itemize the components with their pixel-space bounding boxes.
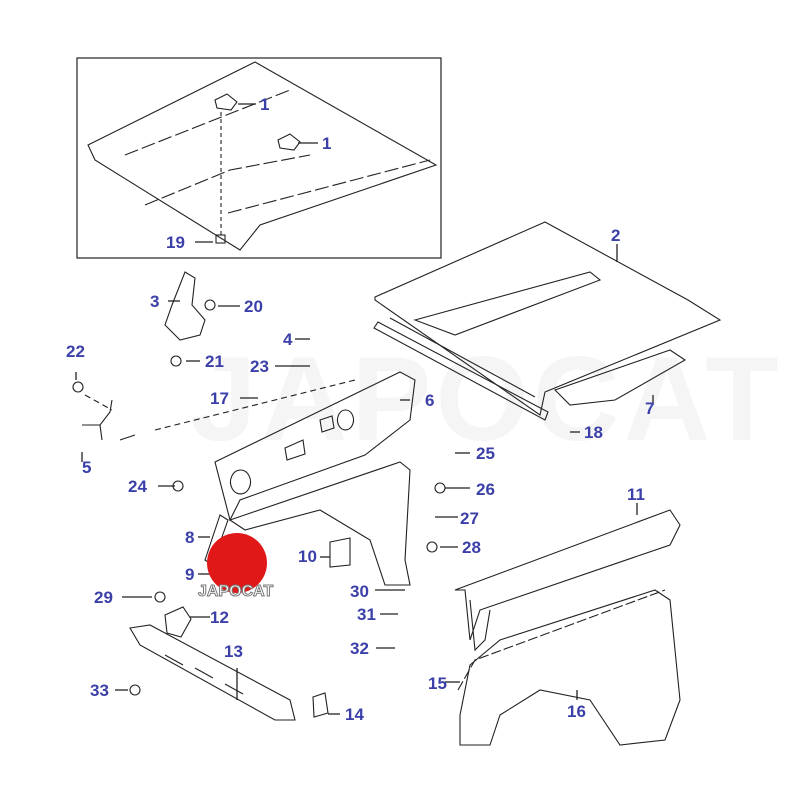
- inset-retainer: [215, 234, 226, 244]
- rod-dash: [84, 379, 356, 431]
- apron-patch: [329, 537, 351, 568]
- callout-6[interactable]: 6: [425, 391, 435, 410]
- fender-seal: [457, 589, 666, 691]
- callout-23[interactable]: 23: [250, 357, 269, 376]
- callout-25[interactable]: 25: [476, 444, 495, 463]
- callout-19[interactable]: 19: [166, 233, 185, 252]
- callout-11[interactable]: 11: [627, 485, 645, 504]
- inset-hinge-2: [277, 133, 301, 151]
- callout-30[interactable]: 30: [350, 582, 369, 601]
- cowl-hole-2: [319, 415, 335, 433]
- japocat-logo-text: JAPOCAT: [197, 583, 274, 601]
- hood-scoop: [413, 271, 602, 336]
- japocat-logo-circle: [207, 533, 267, 593]
- cowl-hole-4: [229, 469, 252, 495]
- callout-9[interactable]: 9: [185, 565, 195, 584]
- bracket-12: [164, 606, 192, 638]
- callout-17[interactable]: 17: [210, 389, 229, 408]
- callout-20[interactable]: 20: [244, 297, 263, 316]
- callout-10[interactable]: 10: [298, 547, 317, 566]
- callout-2[interactable]: 2: [611, 226, 621, 245]
- inset-hinge-1: [214, 93, 238, 111]
- callout-4[interactable]: 4: [283, 330, 293, 349]
- callout-1[interactable]: 1: [322, 134, 332, 153]
- inset-hood-outline: [87, 61, 438, 251]
- cowl-hole-3: [336, 409, 355, 431]
- hood-hinge: [164, 271, 206, 341]
- callout-26[interactable]: 26: [476, 480, 495, 499]
- callout-31[interactable]: 31: [357, 605, 376, 624]
- hood-insulator: [553, 349, 687, 406]
- front-fender: [459, 589, 681, 746]
- fender-upper-skirt: [469, 599, 491, 652]
- inset-hood-ridge: [124, 89, 431, 214]
- leader-lines: [75, 103, 654, 715]
- crossmember-slots: [164, 654, 244, 695]
- callout-16[interactable]: 16: [567, 702, 586, 721]
- callout-33[interactable]: 33: [90, 681, 109, 700]
- callout-14[interactable]: 14: [345, 705, 364, 724]
- callout-27[interactable]: 27: [460, 509, 479, 528]
- callout-8[interactable]: 8: [185, 528, 195, 547]
- callout-7[interactable]: 7: [645, 399, 655, 418]
- callout-13[interactable]: 13: [224, 642, 243, 661]
- callout-29[interactable]: 29: [94, 588, 113, 607]
- callout-28[interactable]: 28: [462, 538, 481, 557]
- hood-seal-strip: [373, 321, 549, 421]
- callout-21[interactable]: 21: [205, 352, 224, 371]
- cowl-panel: [214, 371, 416, 522]
- fender-upper: [454, 509, 681, 641]
- callout-12[interactable]: 12: [210, 608, 229, 627]
- bolt-symbols: [72, 299, 446, 696]
- callout-24[interactable]: 24: [128, 477, 147, 496]
- callout-32[interactable]: 32: [350, 639, 369, 658]
- cowl-hole-1: [284, 439, 306, 461]
- callout-3[interactable]: 3: [150, 292, 160, 311]
- callout-5[interactable]: 5: [82, 458, 92, 477]
- front-crossmember: [129, 624, 296, 721]
- hood-edge: [389, 317, 536, 398]
- callout-18[interactable]: 18: [584, 423, 603, 442]
- hood-outline: [374, 221, 722, 416]
- inset-box: [76, 57, 442, 259]
- callout-15[interactable]: 15: [428, 674, 447, 693]
- apron: [228, 461, 411, 586]
- bracket-14: [312, 692, 329, 718]
- callout-1[interactable]: 1: [260, 95, 270, 114]
- hood-support-rod: [82, 399, 136, 441]
- callout-22[interactable]: 22: [66, 342, 85, 361]
